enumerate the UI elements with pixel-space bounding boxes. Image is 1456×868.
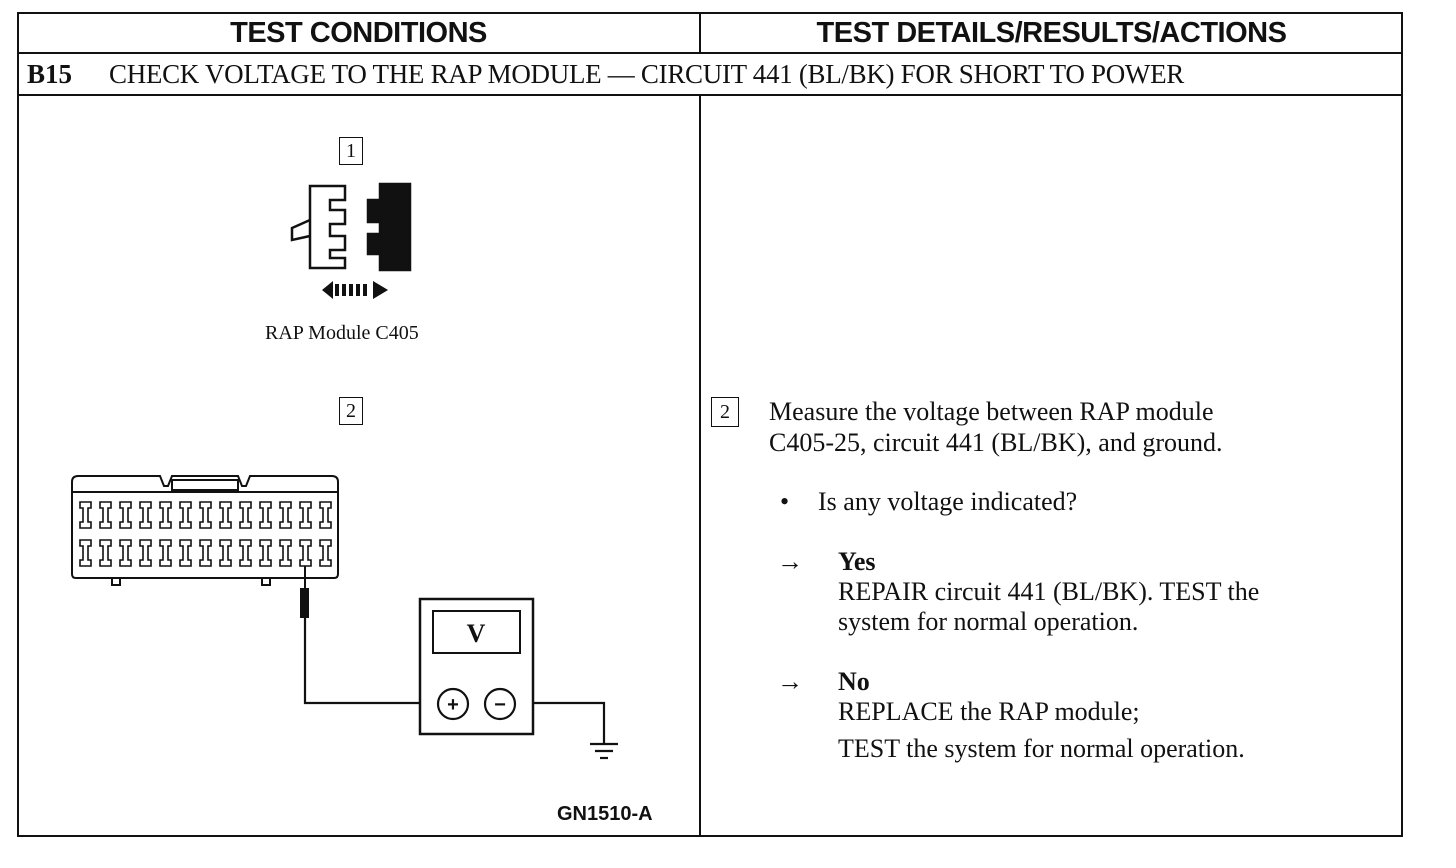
- meter-display-symbol: V: [467, 619, 486, 648]
- column-divider: [699, 96, 701, 837]
- table-frame: [17, 12, 1403, 837]
- meter-plus-terminal: +: [447, 694, 459, 716]
- yes-action-line-1: REPAIR circuit 441 (BL/BK). TEST the: [838, 577, 1260, 606]
- no-action-line-1: REPLACE the RAP module;: [838, 697, 1140, 726]
- meter-probe-icon: [300, 566, 309, 618]
- positive-test-lead: [303, 618, 434, 705]
- connector-pin-row-bottom: [79, 539, 332, 567]
- disconnect-arrow-icon: [322, 281, 388, 299]
- step-title-row: B15 CHECK VOLTAGE TO THE RAP MODULE — CI…: [17, 54, 1403, 96]
- yes-label: Yes: [838, 547, 876, 576]
- step-id: B15: [27, 59, 73, 89]
- detail-step-2-box: 2: [711, 397, 739, 427]
- meter-minus-terminal: −: [494, 694, 506, 716]
- voltmeter-icon: [418, 597, 535, 736]
- header-test-conditions: TEST CONDITIONS: [230, 17, 487, 49]
- yes-action-line-2: system for normal operation.: [838, 607, 1139, 636]
- instruction-line-1: Measure the voltage between RAP module: [769, 397, 1214, 426]
- no-action-line-2: TEST the system for normal operation.: [838, 734, 1245, 763]
- condition-step-2-box: 2: [339, 397, 363, 425]
- connector-c405-face-icon: [71, 475, 339, 586]
- question-text: Is any voltage indicated?: [818, 487, 1078, 516]
- instruction-line-2: C405-25, circuit 441 (BL/BK), and ground…: [769, 428, 1223, 457]
- header-test-details: TEST DETAILS/RESULTS/ACTIONS: [816, 17, 1287, 49]
- ground-symbol-icon: [590, 742, 618, 760]
- disconnected-connector-icon: [290, 182, 412, 272]
- figure-id: GN1510-A: [557, 803, 653, 825]
- connector-label: RAP Module C405: [265, 322, 419, 344]
- yes-arrow-icon: →: [777, 547, 803, 576]
- header-divider: [699, 12, 701, 54]
- no-arrow-icon: →: [777, 667, 803, 696]
- connector-pin-row-top: [79, 501, 332, 529]
- step-title: CHECK VOLTAGE TO THE RAP MODULE — CIRCUI…: [109, 59, 1184, 89]
- condition-step-1-box: 1: [339, 137, 363, 165]
- negative-test-lead: [518, 701, 606, 743]
- table-header-row: TEST CONDITIONS TEST DETAILS/RESULTS/ACT…: [17, 12, 1403, 54]
- bullet-icon: •: [780, 487, 790, 516]
- no-label: No: [838, 667, 870, 696]
